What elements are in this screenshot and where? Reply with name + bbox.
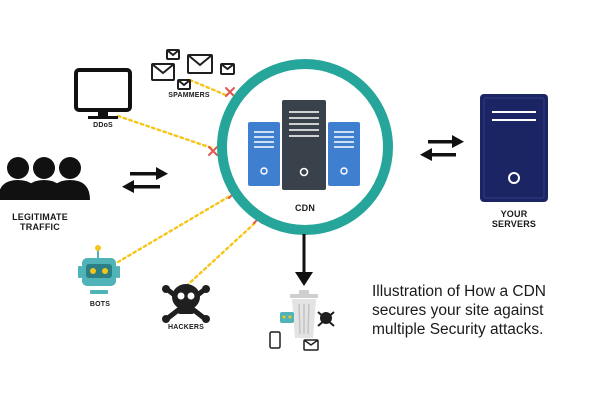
robot-icon	[78, 245, 120, 294]
envelope-icon	[177, 79, 191, 90]
caption-line-3: multiple Security attacks.	[372, 320, 544, 338]
envelope-icon	[187, 54, 213, 74]
envelope-icon	[220, 63, 235, 75]
legitimate-traffic-label-line-1: LEGITIMATE	[12, 212, 68, 222]
block-x-icon	[208, 146, 218, 156]
bidirectional-arrow-icon	[122, 167, 168, 193]
your-servers-label-line-2: SERVERS	[491, 219, 537, 230]
caption-line-2: secures your site against	[372, 301, 544, 319]
down-arrow-icon	[295, 234, 313, 286]
skull-icon	[162, 284, 210, 323]
caption-line-1: Illustration of How a CDN	[372, 283, 547, 300]
trash-bin-icon	[269, 290, 335, 351]
attack-lines	[116, 78, 258, 292]
legitimate-traffic-label-line-2: TRAFFIC	[20, 222, 60, 233]
cdn-label: CDN	[294, 203, 316, 213]
caption: Illustration of How a CDN secures your s…	[372, 283, 598, 340]
your-servers-label: YOUR SERVERS	[484, 209, 544, 230]
bots-attack-line	[116, 194, 232, 264]
bots-label: BOTS	[89, 301, 111, 308]
your-servers-label-line-1: YOUR	[500, 209, 528, 219]
people-icon	[0, 157, 90, 200]
hackers-label: HACKERS	[167, 324, 204, 331]
envelope-icon	[151, 63, 175, 81]
ddos-attack-line	[116, 114, 214, 150]
envelope-icons	[151, 49, 235, 90]
spammers-label: SPAMMERS	[168, 92, 210, 99]
legitimate-traffic-label: LEGITIMATE TRAFFIC	[0, 212, 80, 233]
block-x-icon	[225, 87, 235, 97]
hackers-attack-line	[180, 220, 258, 292]
ddos-label: DDoS	[93, 122, 113, 129]
cdn-server-icon	[248, 100, 360, 190]
your-server-icon	[480, 94, 548, 202]
monitor-icon	[74, 68, 132, 119]
spammers-attack-line	[188, 78, 230, 98]
bidirectional-arrow-icon	[420, 135, 464, 161]
envelope-icon	[166, 49, 180, 60]
